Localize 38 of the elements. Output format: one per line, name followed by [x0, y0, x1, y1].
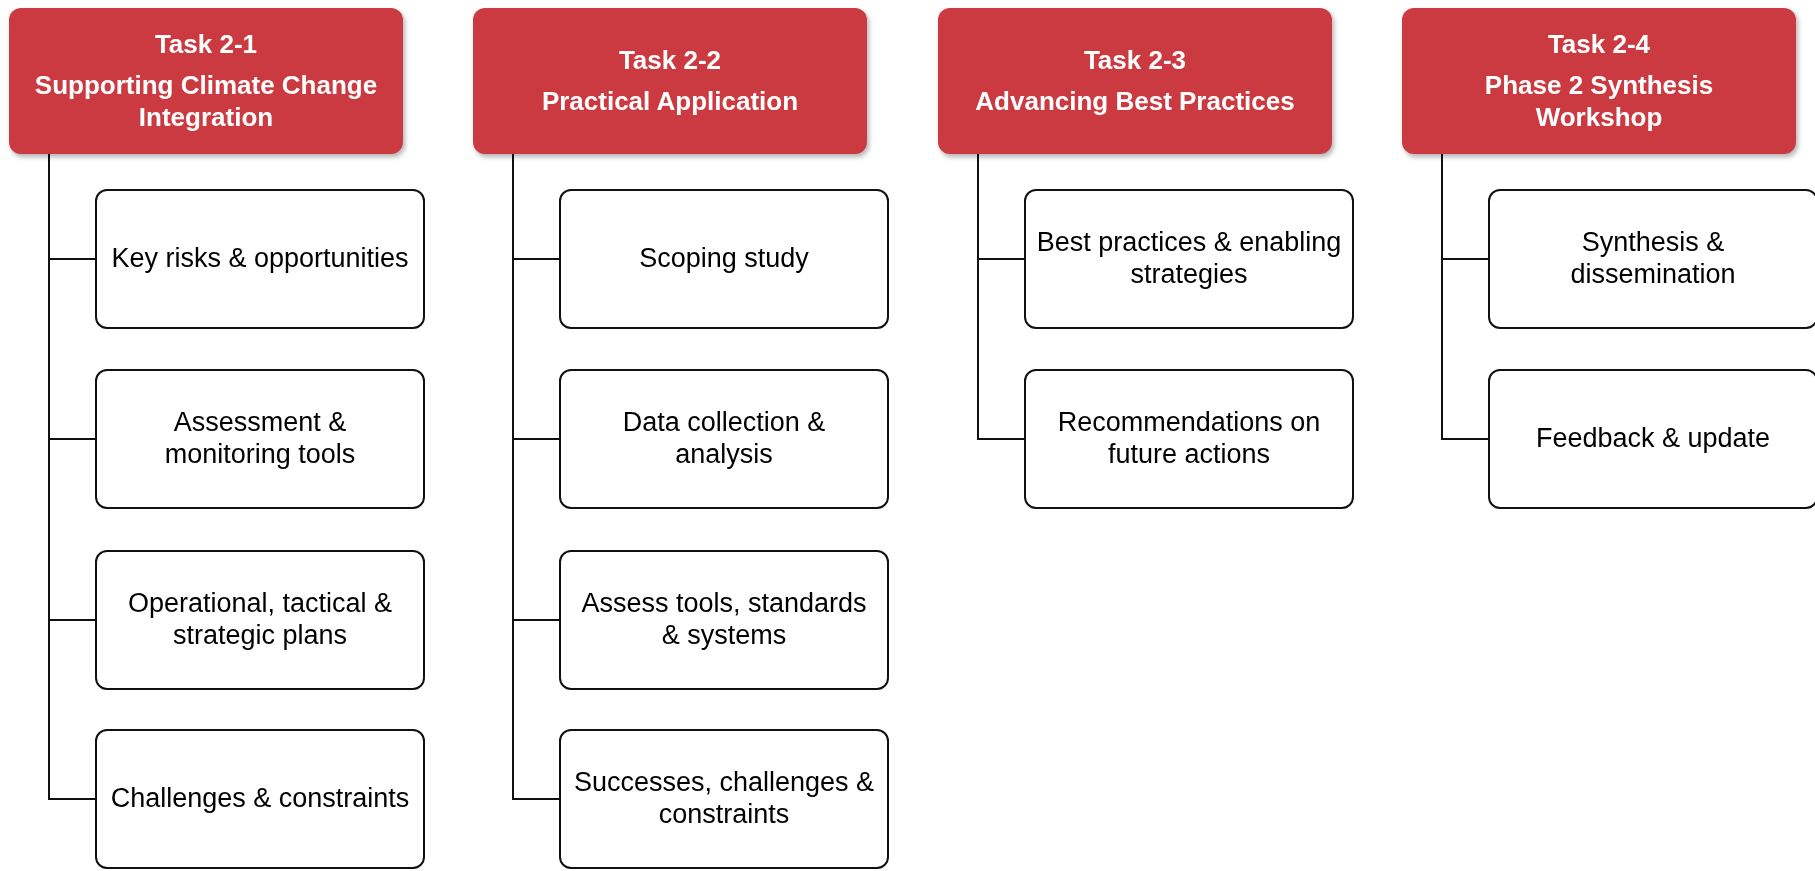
subtask-label: Key risks & opportunities [111, 243, 409, 275]
task-number: Task 2-4 [1547, 29, 1651, 61]
subtask-box [95, 729, 425, 869]
subtask-box [1024, 369, 1354, 509]
task-number: Task 2-3 [1083, 44, 1187, 76]
connector-line [1441, 153, 1489, 440]
subtask-label: Recommendations on future actions [1056, 407, 1322, 471]
task-number: Task 2-1 [154, 29, 258, 61]
task-header-box [9, 8, 403, 154]
subtask-box [95, 369, 425, 509]
subtask-label: Challenges & constraints [110, 783, 410, 815]
subtask-box [95, 189, 425, 329]
task-header-box [473, 8, 867, 154]
task-title: Phase 2 Synthesis Workshop [1483, 70, 1715, 133]
subtask-label: Data collection & analysis [621, 407, 827, 471]
task-header-box [938, 8, 1332, 154]
task-header-box [1402, 8, 1796, 154]
subtask-label: Feedback & update [1535, 423, 1771, 455]
subtask-label: Successes, challenges & constraints [572, 767, 876, 831]
subtask-box [559, 369, 889, 509]
subtask-box [559, 189, 889, 329]
subtask-label: Synthesis & dissemination [1569, 227, 1737, 291]
subtask-label: Operational, tactical & strategic plans [126, 588, 394, 652]
task-title: Supporting Climate Change Integration [33, 70, 379, 133]
subtask-box [559, 550, 889, 690]
subtask-label: Scoping study [639, 243, 809, 275]
subtask-box [1488, 369, 1815, 509]
task-title: Advancing Best Practices [975, 86, 1295, 118]
subtask-box [1488, 189, 1815, 329]
connector-line [977, 153, 1025, 440]
subtask-label: Assess tools, standards & systems [580, 588, 868, 652]
subtask-box [559, 729, 889, 869]
task-number: Task 2-2 [618, 44, 722, 76]
subtask-label: Best practices & enabling strategies [1036, 227, 1342, 291]
subtask-label: Assessment & monitoring tools [163, 407, 357, 471]
task-title: Practical Application [541, 86, 799, 118]
subtask-box [95, 550, 425, 690]
subtask-box [1024, 189, 1354, 329]
